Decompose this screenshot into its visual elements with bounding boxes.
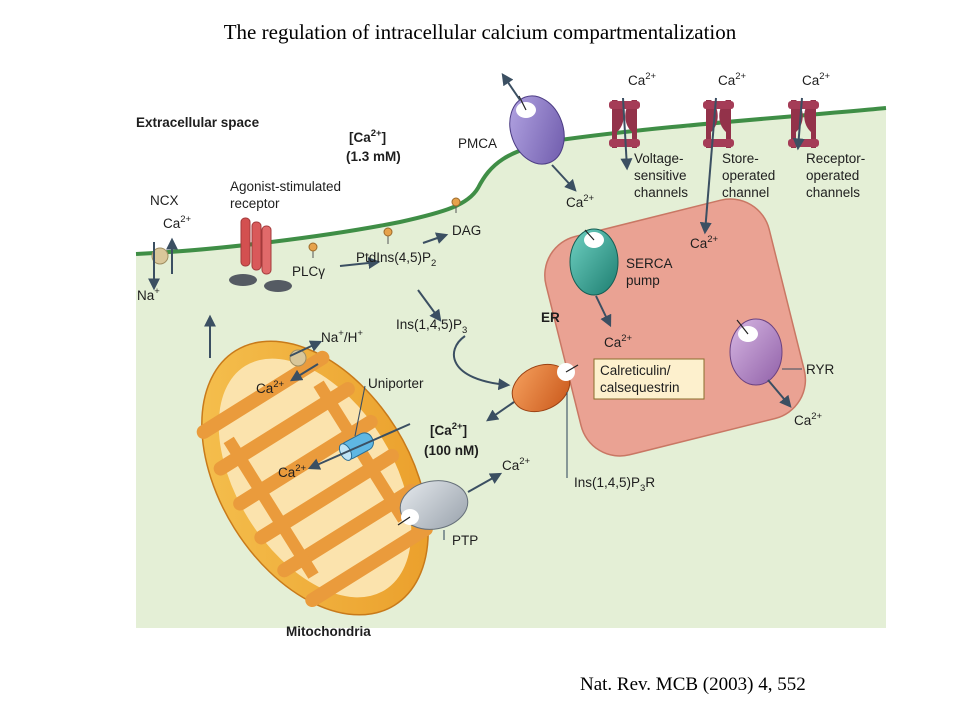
mitochondrion [196, 340, 433, 616]
label-mitochondria: Mitochondria [286, 624, 371, 639]
lipid-markers [308, 197, 461, 258]
label-ip3r: Ins(1,4,5)P3R [574, 475, 655, 494]
label-ptp: PTP [452, 533, 478, 548]
pmca-pump [509, 95, 565, 165]
ncx-exchanger [151, 247, 169, 265]
citation: Nat. Rev. MCB (2003) 4, 552 [580, 674, 806, 695]
label-ryr: RYR [806, 362, 835, 377]
label-pip2: PtdIns(4,5)P2 [356, 250, 436, 269]
slide-title: The regulation of intracellular calcium … [223, 20, 737, 44]
label-ca-cytosol: [Ca2+] [430, 421, 467, 438]
ip3-receptor [511, 363, 579, 413]
label-ca-store-top: Ca2+ [718, 71, 747, 88]
serca-pump [569, 228, 619, 296]
ptp-pore [397, 480, 469, 530]
label-pmca: PMCA [458, 136, 497, 151]
label-ca-pmca-top: Ca2+ [628, 71, 657, 88]
label-ca-store-er: Ca2+ [690, 234, 719, 251]
label-er: ER [541, 310, 560, 325]
ryr-receptor [729, 318, 783, 386]
voltage-sensitive-channel [609, 100, 640, 148]
agonist-receptor [229, 217, 292, 292]
label-ca-receptor-top: Ca2+ [802, 71, 831, 88]
label-ca-uniporter: Ca2+ [278, 463, 307, 480]
label-ip3: Ins(1,4,5)P3 [396, 317, 467, 336]
label-extracellular-space: Extracellular space [136, 115, 260, 130]
label-dag: DAG [452, 223, 481, 238]
label-ca-ryr: Ca2+ [794, 411, 823, 428]
label-na: Na+ [137, 286, 160, 303]
label-ca-ptp: Ca2+ [502, 456, 531, 473]
label-ca-extracellular-conc: (1.3 mM) [346, 149, 401, 164]
label-ca-nah: Ca2+ [256, 379, 285, 396]
label-ca-ncx: Ca2+ [163, 214, 192, 231]
flux-arrows [148, 73, 805, 493]
label-nah: Na+/H+ [321, 328, 363, 345]
label-ca-er-lumen: Ca2+ [604, 333, 633, 350]
leader-lines [354, 368, 802, 540]
label-ca-extracellular: [Ca2+] [349, 128, 386, 145]
label-ncx: NCX [150, 193, 179, 208]
label-ca-serca-top: Ca2+ [566, 193, 595, 210]
label-uniporter: Uniporter [368, 376, 424, 391]
label-plc: PLCγ [292, 264, 325, 279]
calreticulin-box [593, 358, 705, 400]
label-calreticulin: Calreticulin/calsequestrin [600, 363, 680, 395]
label-ca-cytosol-conc: (100 nM) [424, 443, 479, 458]
